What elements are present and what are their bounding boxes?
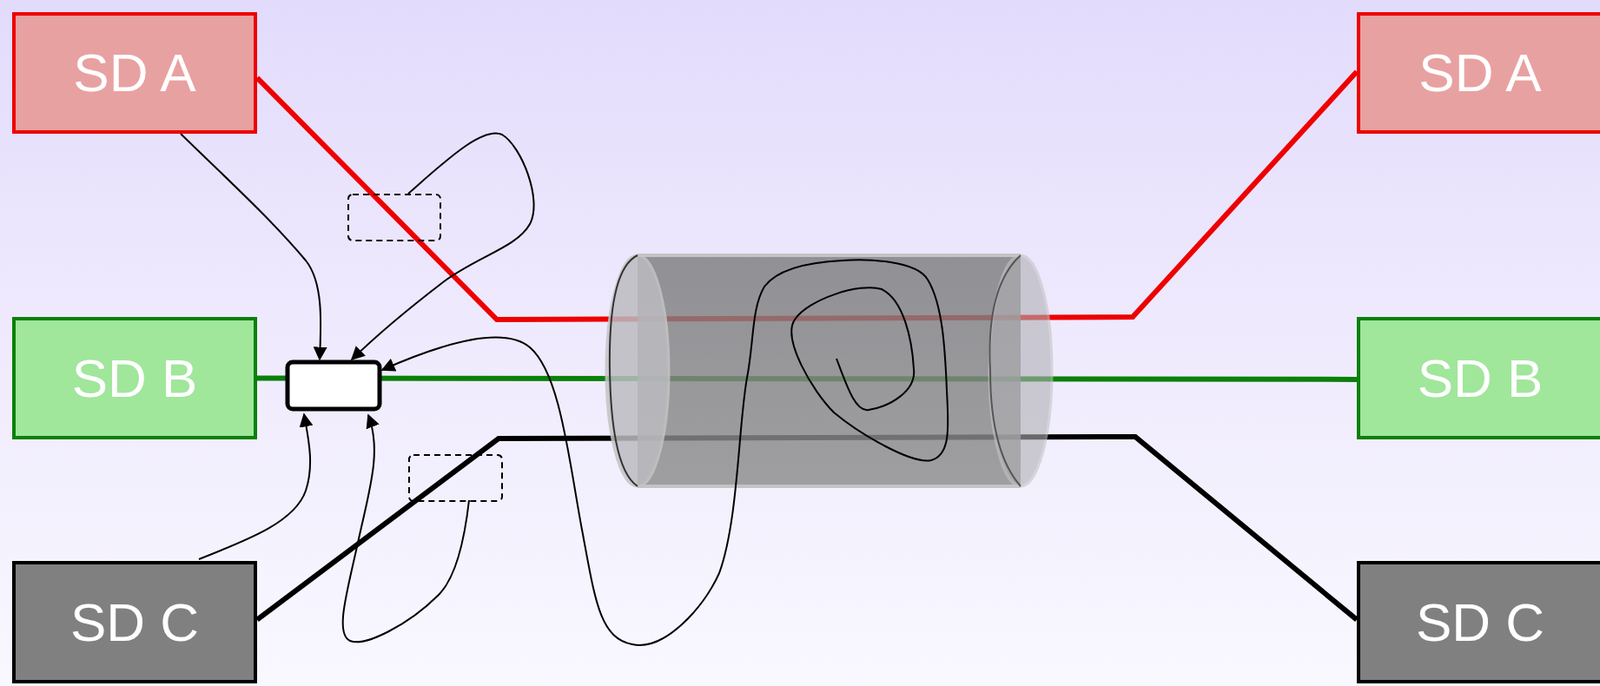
cylinder-end bbox=[989, 255, 1052, 487]
spiral-arrow bbox=[382, 259, 948, 645]
node-label: SD A bbox=[1418, 46, 1541, 100]
sd-box: SD C bbox=[1356, 561, 1600, 684]
cylinder-rim bbox=[989, 255, 1021, 487]
sd-box: SD C bbox=[12, 561, 258, 684]
cylinder-rim bbox=[609, 255, 638, 487]
curved-arrow bbox=[351, 133, 535, 360]
node-label: SD B bbox=[72, 351, 199, 406]
cylinder-edge bbox=[637, 484, 1021, 489]
sd-box: SD B bbox=[12, 317, 258, 440]
dashed-box bbox=[348, 194, 441, 241]
node-label: SD C bbox=[1415, 595, 1545, 650]
curved-arrow bbox=[343, 415, 470, 642]
sd-box: SD A bbox=[1356, 12, 1600, 134]
node-label: SD C bbox=[70, 595, 199, 650]
node-label: SD A bbox=[72, 46, 196, 100]
sd-box: SD B bbox=[1356, 317, 1600, 440]
tunnel-cylinder bbox=[606, 255, 1052, 487]
junction-box bbox=[287, 362, 380, 410]
sd-box: SD A bbox=[12, 12, 258, 134]
cylinder-end bbox=[606, 255, 669, 487]
dashed-box bbox=[409, 455, 503, 502]
cylinder-edge bbox=[637, 253, 1021, 258]
cylinder-body bbox=[637, 255, 1021, 487]
node-label: SD B bbox=[1417, 351, 1544, 406]
